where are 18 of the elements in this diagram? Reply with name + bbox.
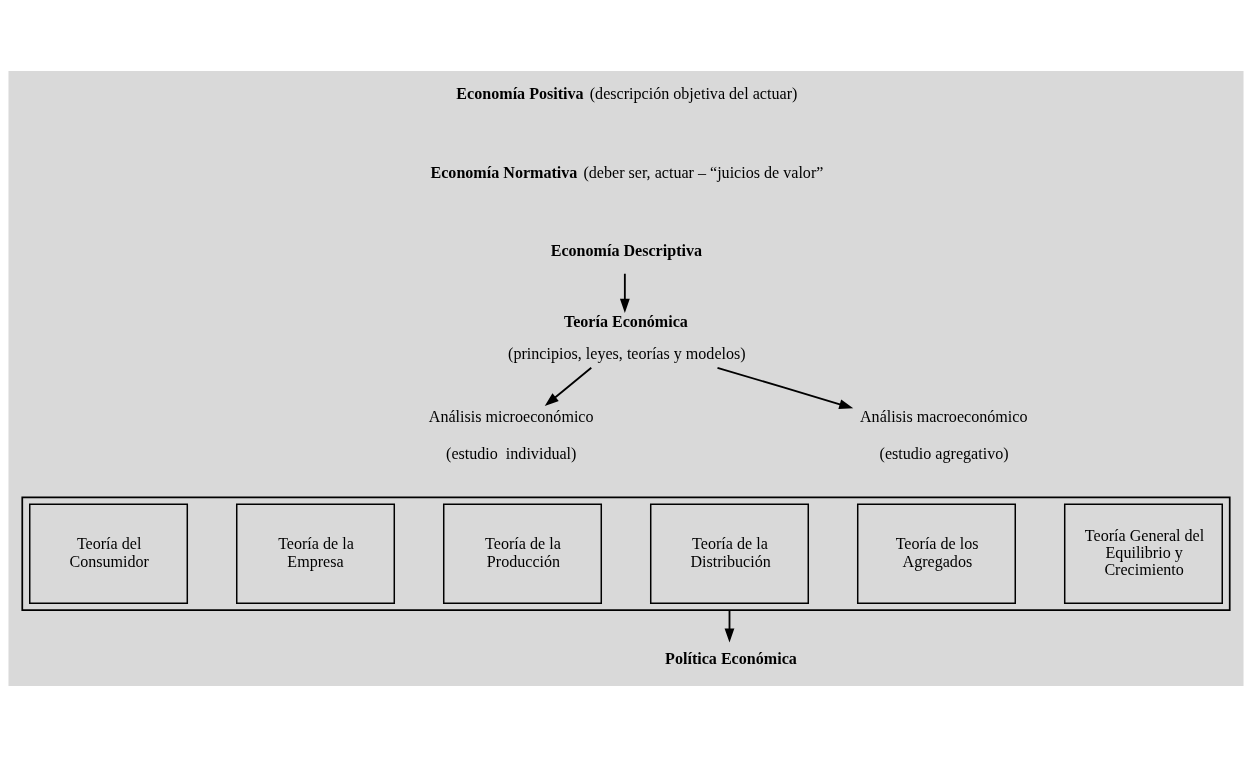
label: Economía Positiva (descripción objetiva del actuar) [456,85,798,103]
node-box: Teoría General del Equilibrio y Crecimiento [1063,503,1223,604]
node-box: Teoría del Consumidor [29,503,189,604]
cluster [21,496,1231,611]
node-text: Teoría Económica (principios, leyes, teorías y modelos) [508,312,746,362]
node-box: Teoría de la Distribución [649,503,809,604]
node-text: Análisis microeconómico (estudio individual) [428,407,594,462]
arrow [544,366,593,407]
arrow [716,366,854,409]
arrow [724,609,735,643]
node-box: Teoría de la Producción [443,503,603,604]
node-text: Análisis macroeconómico (estudio agregativo) [860,407,1028,462]
label: Economía Normativa (deber ser, actuar – “juicios de valor” [430,163,824,181]
node-text: Política Económica [665,649,797,667]
arrow [619,272,630,313]
node-box: Teoría de los Agregados [856,503,1016,604]
node-box: Teoría de la Empresa [236,503,396,604]
node-text: Economía Descriptiva [550,241,703,259]
